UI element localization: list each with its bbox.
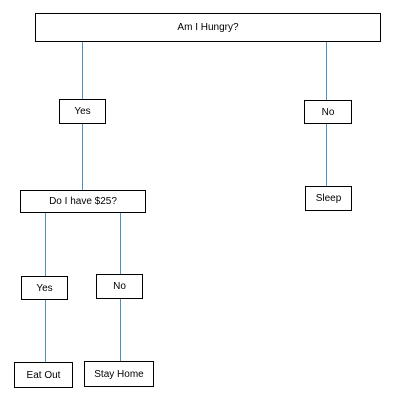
connector-root-to-yes <box>82 41 83 99</box>
connector-yes-to-have-25 <box>82 124 83 190</box>
connector-no-to-sleep <box>326 124 327 186</box>
node-yes-have-25: Yes <box>21 276 68 300</box>
connector-have-25-to-no <box>120 212 121 274</box>
connector-root-to-no <box>326 41 327 100</box>
connector-yes-to-eat-out <box>45 299 46 362</box>
node-no: No <box>304 100 352 124</box>
node-yes: Yes <box>59 99 106 124</box>
connector-no-to-stay-home <box>120 298 121 361</box>
node-stay-home: Stay Home <box>84 361 154 387</box>
node-do-i-have-25: Do I have $25? <box>20 190 146 213</box>
node-am-i-hungry: Am I Hungry? <box>35 13 381 42</box>
node-eat-out: Eat Out <box>14 362 73 388</box>
node-sleep: Sleep <box>305 186 352 211</box>
node-no-have-25: No <box>96 274 143 299</box>
connector-have-25-to-yes <box>45 212 46 276</box>
